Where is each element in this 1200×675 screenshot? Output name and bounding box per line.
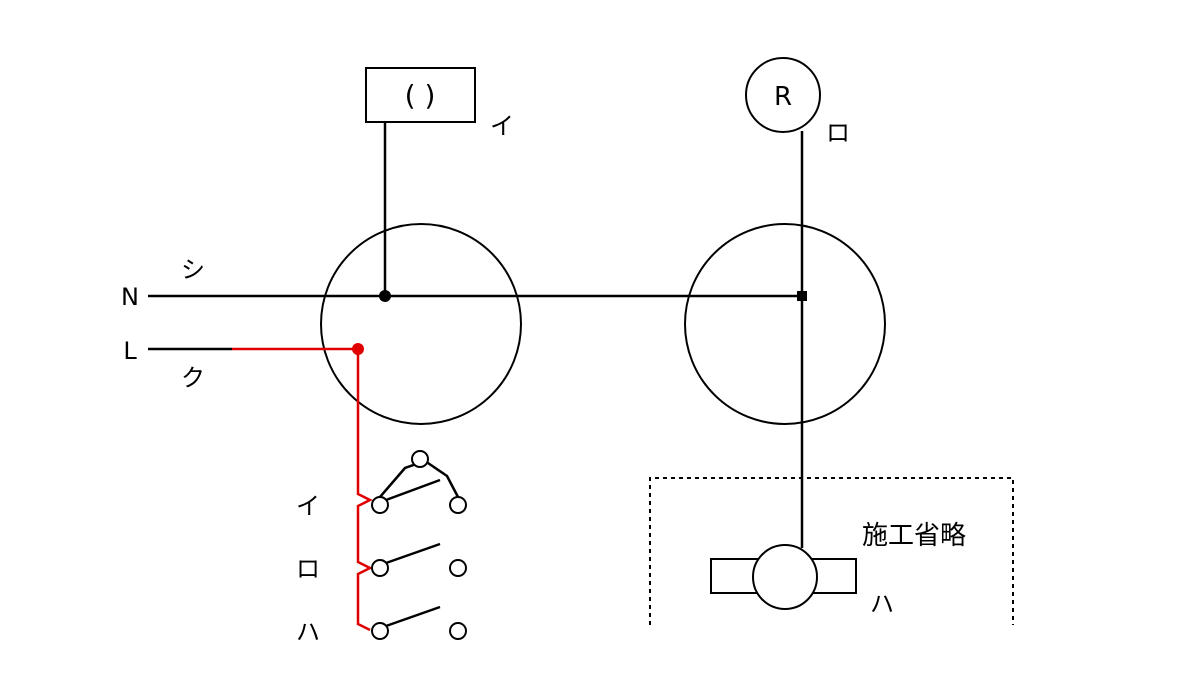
switch-ha: ハ xyxy=(296,605,467,646)
switch-ro-blade xyxy=(385,542,441,565)
receptacle-circle xyxy=(745,57,821,133)
pilot-lamp-icon xyxy=(411,450,429,468)
switch-i-left-terminal xyxy=(371,496,389,514)
neutral-label: N xyxy=(121,283,139,311)
omitted-note: 施工省略 xyxy=(862,521,966,551)
switch-ro-right-terminal xyxy=(449,559,467,577)
junction-box-left xyxy=(320,223,522,425)
switch-i-blade xyxy=(385,478,441,502)
line-label: L xyxy=(123,337,137,365)
switch-ro-label: ロ xyxy=(296,555,320,583)
switch-i-label: イ xyxy=(296,492,320,520)
junction-box-right xyxy=(684,223,886,425)
switch-ro-left-terminal xyxy=(371,559,389,577)
neutral-connection-dot xyxy=(379,290,391,302)
fixture-label: イ xyxy=(490,112,514,140)
switch-ha-left-terminal xyxy=(371,622,389,640)
neutral-connection-square xyxy=(797,291,807,301)
fan-motor-circle xyxy=(752,544,818,610)
switch-ha-blade xyxy=(385,605,441,628)
omitted-area-border xyxy=(649,477,1014,625)
switch-i-right-terminal xyxy=(449,496,467,514)
receptacle-symbol-text: R xyxy=(774,82,792,112)
switch-ha-label: ハ xyxy=(296,618,320,646)
fan-motor-icon xyxy=(710,544,857,610)
receptacle-label: ロ xyxy=(826,119,850,147)
line-connection-dot xyxy=(352,343,364,355)
fixture-symbol-text: ( ) xyxy=(405,79,436,112)
omitted-device-label: ハ xyxy=(870,590,894,618)
line-wire-red xyxy=(232,347,373,632)
line-wire-label: ク xyxy=(181,364,205,392)
switch-ha-right-terminal xyxy=(449,622,467,640)
neutral-wire-label: シ xyxy=(181,256,205,284)
switch-i: イ xyxy=(296,450,467,520)
fixture-box xyxy=(365,67,476,123)
switch-ro: ロ xyxy=(296,542,467,583)
